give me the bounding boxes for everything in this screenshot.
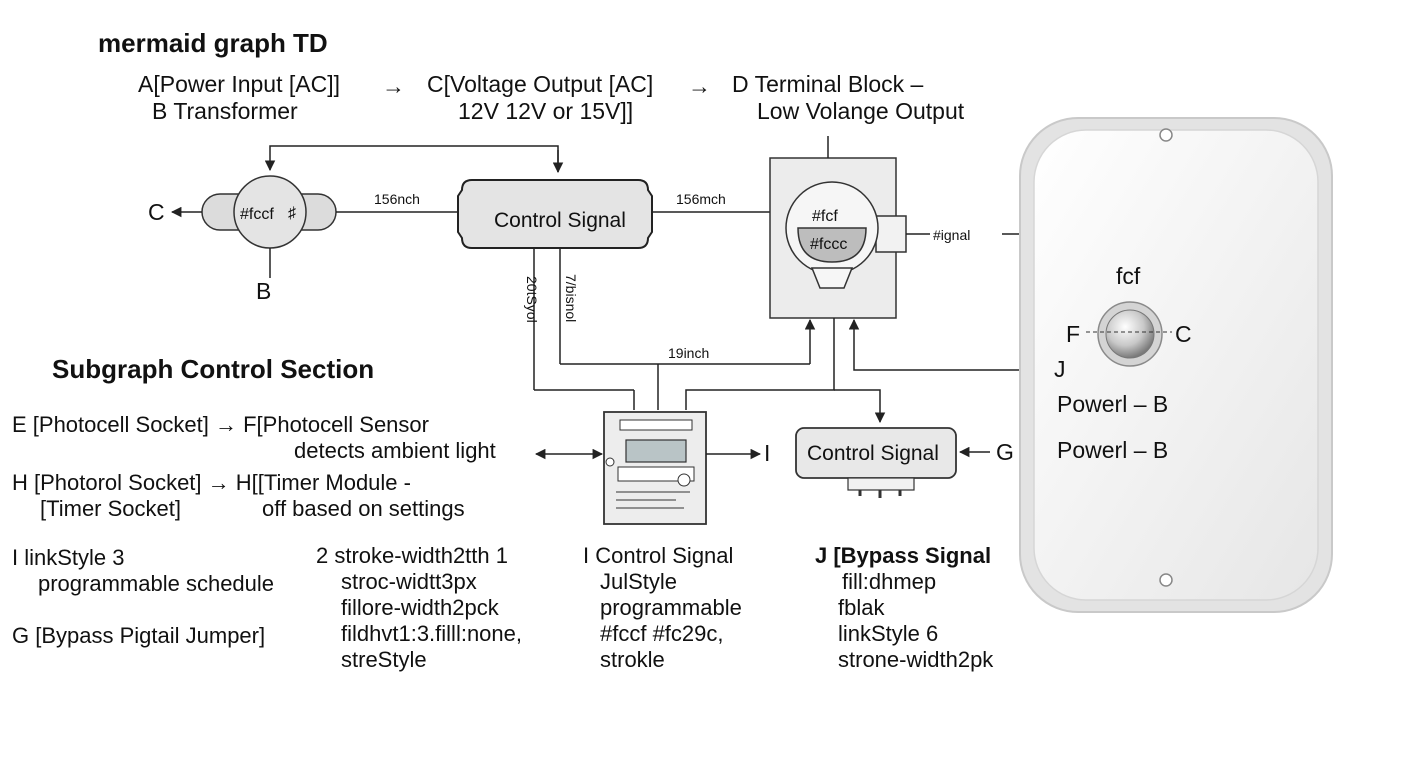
signal-label: #ignal [933,227,970,243]
note-col3-4: strokle [600,647,665,672]
note-col3-3: #fccf #fc29c, [600,621,724,646]
note-col4-0: J [Bypass Signal [815,543,991,568]
edge-2-label: 156mch [676,191,726,207]
note-col3-0: I Control Signal [583,543,733,568]
flow-arrow-1: → [382,73,405,99]
controller-right-line [685,318,835,410]
subgraph-row1-left: E [Photocell Socket] → F[Photocell Senso… [12,412,429,437]
left-node-text: #fccf [240,206,274,223]
label-b: B [256,278,271,304]
label-i: I [764,440,770,466]
control-signal-top-label: Control Signal [494,209,626,232]
left-node[interactable]: #fccf ♯ [201,175,337,249]
connector-top-loop [264,145,559,172]
note-col4-2: fblak [838,595,885,620]
note-col1-2: G [Bypass Pigtail Jumper] [12,623,265,648]
device-label-c: C [1175,321,1192,347]
flow-c-line2: 12V 12V or 15V]] [458,98,633,124]
control-signal-top[interactable]: Control Signal [457,179,653,249]
device-power-2: Powerl – B [1057,437,1168,463]
flow-arrow-2: → [688,73,711,99]
j-to-terminal [848,318,1050,371]
device-label-fcf: fcf [1116,263,1141,289]
label-c: C [148,199,165,225]
subgraph-heading: Subgraph Control Section [52,354,374,384]
subgraph-row2-sub2: off based on settings [262,496,465,521]
note-col1-1: programmable schedule [38,571,274,596]
flow-a-line1: A[Power Input [AC]] [138,71,340,97]
terminal-fcf-label: #fcf [812,208,838,225]
device-label-j: J [1054,356,1066,382]
control-signal-bottom[interactable]: Control Signal [795,427,957,498]
note-col2-3: fildhvt1:3.filll:none, [341,621,522,646]
terminal-box[interactable]: #fcf #fccc [769,157,907,319]
terminal-fccc-label: #fccc [810,236,847,253]
subgraph-row2-left: H [Photorol Socket] → H[[Timer Module - [12,470,411,495]
flow-d-line2: Low Volange Output [757,98,965,124]
note-col3-2: programmable [600,595,742,620]
vertical-label-2: 7/bisnol [563,274,579,322]
to-control-signal-bottom [834,389,886,424]
flow-c-line1: C[Voltage Output [AC] [427,71,653,97]
edge-3-label: 19inch [668,345,709,361]
note-col2-0: 2 stroke-width2tth 1 [316,543,508,568]
controller-device[interactable] [603,411,707,525]
flow-a-line2: B Transformer [152,98,298,124]
device-label-f: F [1066,321,1080,347]
note-col3-1: JulStyle [600,569,677,594]
note-col2-2: fillore-width2pck [341,595,500,620]
note-col4-1: fill:dhmep [842,569,936,594]
subgraph-row1-right: detects ambient light [294,438,496,463]
edge-1-label: 156nch [374,191,420,207]
note-col2-4: streStyle [341,647,427,672]
device-power-1: Powerl – B [1057,391,1168,417]
photocell-device[interactable] [1019,117,1333,613]
page-title: mermaid graph TD [98,28,328,58]
label-g: G [996,439,1014,465]
subgraph-row2-sub1: [Timer Socket] [40,496,181,521]
note-col1-0: I linkStyle 3 [12,545,125,570]
note-col4-3: linkStyle 6 [838,621,938,646]
vertical-label-1: 20tSyol [524,276,540,323]
control-signal-bottom-label: Control Signal [807,442,939,465]
left-node-glyph: ♯ [288,205,296,222]
flow-d-line1: D Terminal Block – [732,71,924,97]
note-col4-4: strone-width2pk [838,647,994,672]
note-col2-1: stroc-widtt3px [341,569,477,594]
